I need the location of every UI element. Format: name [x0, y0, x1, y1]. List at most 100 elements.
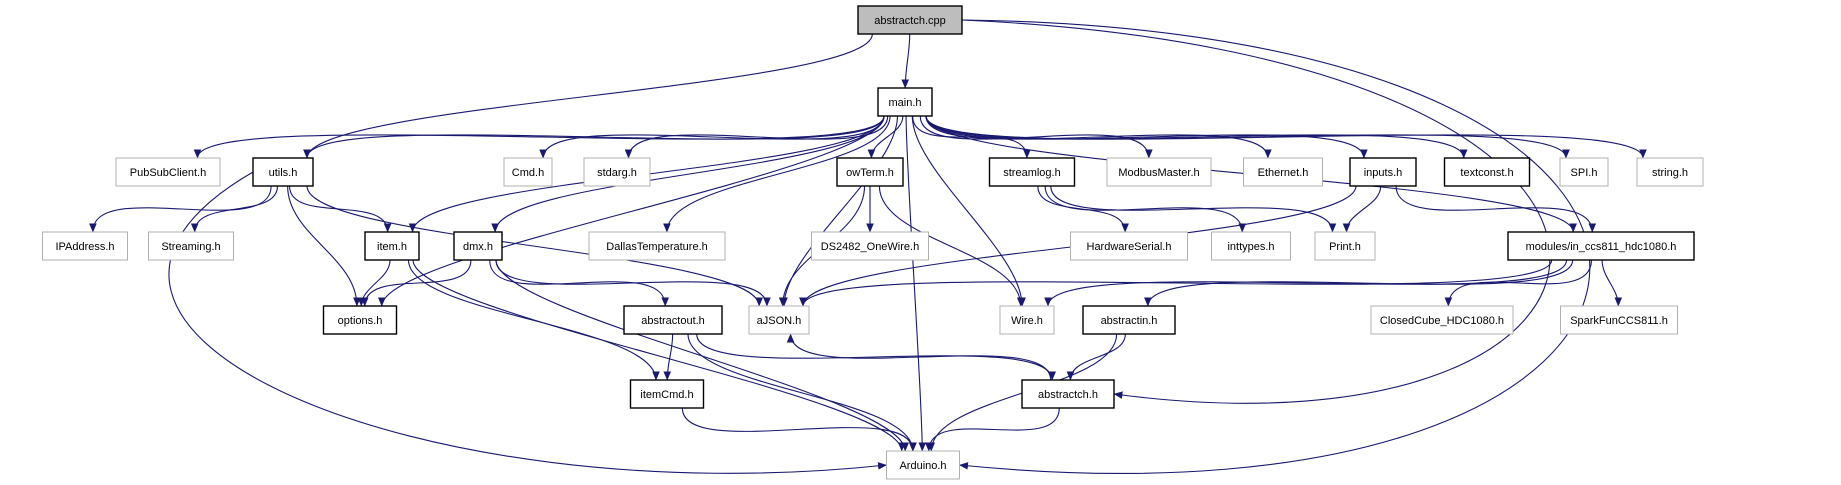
- edge-abstractch-h-to-ajson-h: [786, 333, 1052, 381]
- node-label-wire-h: Wire.h: [1011, 315, 1043, 327]
- node-streaming-h: Streaming.h: [148, 231, 234, 261]
- node-label-pubsubclient-h: PubSubClient.h: [130, 167, 206, 179]
- node-label-ipaddress-h: IPAddress.h: [55, 241, 114, 253]
- node-ajson-h: aJSON.h: [748, 305, 810, 335]
- edge-modules-in-ccs811-hdc1080-h-to-sparkfunccs811-h: [1601, 259, 1623, 307]
- edge-abstractch-cpp-to-utils-h: [303, 33, 873, 159]
- node-item-h[interactable]: item.h: [364, 231, 420, 261]
- edges-layer: [89, 19, 1647, 474]
- edge-abstractout-h-to-abstractch-h: [696, 333, 1056, 381]
- node-abstractch-h[interactable]: abstractch.h: [1021, 379, 1115, 409]
- edge-main-h-to-string-h: [925, 115, 1647, 159]
- node-box-arduino-h: [886, 450, 960, 480]
- node-label-closedcube-hdc1080-h: ClosedCube_HDC1080.h: [1380, 315, 1504, 327]
- node-box-textconst-h[interactable]: [1443, 157, 1531, 187]
- edge-main-h-to-spi-h: [925, 115, 1570, 159]
- node-box-item-h[interactable]: [364, 231, 420, 261]
- node-label-abstractout-h: abstractout.h: [641, 315, 705, 327]
- node-box-inputs-h[interactable]: [1349, 157, 1417, 187]
- node-box-abstractout-h[interactable]: [623, 305, 723, 335]
- node-label-dallastemperature-h: DallasTemperature.h: [606, 241, 708, 253]
- node-ds2482-onewire-h: DS2482_OneWire.h: [811, 231, 929, 261]
- node-label-ethernet-h: Ethernet.h: [1258, 167, 1309, 179]
- node-box-modules-in-ccs811-hdc1080-h[interactable]: [1507, 231, 1695, 261]
- node-label-modbusmaster-h: ModbusMaster.h: [1118, 167, 1199, 179]
- edge-main-h-to-options-h: [378, 115, 885, 307]
- node-abstractin-h[interactable]: abstractin.h: [1082, 305, 1176, 335]
- node-options-h[interactable]: options.h: [322, 305, 398, 335]
- node-label-modules-in-ccs811-hdc1080-h: modules/in_ccs811_hdc1080.h: [1526, 241, 1677, 253]
- node-box-abstractin-h[interactable]: [1082, 305, 1176, 335]
- node-label-hardwareserial-h: HardwareSerial.h: [1087, 241, 1172, 253]
- edge-itemcmd-h-to-arduino-h: [681, 407, 917, 452]
- node-spi-h: SPI.h: [1559, 157, 1609, 187]
- node-label-print-h: Print.h: [1329, 241, 1361, 253]
- node-box-dallastemperature-h: [588, 231, 726, 261]
- edge-main-h-to-dmx-h: [491, 115, 885, 233]
- node-box-sparkfunccs811-h: [1560, 305, 1678, 335]
- edge-modules-in-ccs811-hdc1080-h-to-abstractin-h: [1144, 259, 1574, 307]
- edge-item-h-to-arduino-h: [412, 259, 906, 452]
- edge-abstractin-h-to-abstractch-h: [1066, 333, 1126, 381]
- node-dmx-h[interactable]: dmx.h: [453, 231, 503, 261]
- edge-main-h-to-wire-h: [911, 115, 1026, 307]
- node-textconst-h[interactable]: textconst.h: [1443, 157, 1531, 187]
- node-label-arduino-h: Arduino.h: [899, 460, 946, 472]
- node-box-ipaddress-h: [42, 231, 128, 261]
- node-box-streamlog-h[interactable]: [988, 157, 1076, 187]
- node-box-utils-h[interactable]: [252, 157, 314, 187]
- edge-main-h-to-ethernet-h: [925, 115, 1272, 159]
- node-box-main-h[interactable]: [877, 87, 933, 117]
- node-modules-in-ccs811-hdc1080-h[interactable]: modules/in_ccs811_hdc1080.h: [1507, 231, 1695, 261]
- edge-streamlog-h-to-inttypes-h: [1044, 185, 1247, 233]
- node-box-ds2482-onewire-h: [811, 231, 929, 261]
- node-label-stdarg-h: stdarg.h: [597, 167, 637, 179]
- node-box-modbusmaster-h: [1106, 157, 1212, 187]
- node-box-abstractch-h[interactable]: [1021, 379, 1115, 409]
- node-inputs-h[interactable]: inputs.h: [1349, 157, 1417, 187]
- node-box-dmx-h[interactable]: [453, 231, 503, 261]
- node-box-itemcmd-h[interactable]: [629, 379, 705, 409]
- node-cmd-h: Cmd.h: [503, 157, 553, 187]
- edge-main-h-to-pubsubclient-h: [193, 115, 885, 159]
- node-box-wire-h: [999, 305, 1055, 335]
- edge-abstractch-cpp-to-arduino-h: [959, 19, 1591, 474]
- node-abstractout-h[interactable]: abstractout.h: [623, 305, 723, 335]
- edge-main-h-to-cmd-h: [539, 115, 885, 159]
- node-streamlog-h[interactable]: streamlog.h: [988, 157, 1076, 187]
- node-hardwareserial-h: HardwareSerial.h: [1070, 231, 1188, 261]
- node-box-hardwareserial-h: [1070, 231, 1188, 261]
- node-label-options-h: options.h: [338, 315, 383, 327]
- edge-main-h-to-owterm-h: [867, 115, 904, 159]
- node-box-closedcube-hdc1080-h: [1370, 305, 1514, 335]
- edge-main-h-to-inputs-h: [925, 115, 1368, 159]
- node-sparkfunccs811-h: SparkFunCCS811.h: [1560, 305, 1678, 335]
- node-label-item-h: item.h: [377, 241, 407, 253]
- node-box-streaming-h: [148, 231, 234, 261]
- node-label-itemcmd-h: itemCmd.h: [640, 389, 693, 401]
- node-label-string-h: string.h: [1652, 167, 1688, 179]
- node-utils-h[interactable]: utils.h: [252, 157, 314, 187]
- node-label-abstractin-h: abstractin.h: [1101, 315, 1158, 327]
- node-label-owterm-h: owTerm.h: [846, 167, 894, 179]
- node-box-options-h[interactable]: [322, 305, 398, 335]
- node-label-utils-h: utils.h: [269, 167, 298, 179]
- edge-dmx-h-to-options-h: [360, 259, 472, 307]
- node-label-inttypes-h: inttypes.h: [1227, 241, 1274, 253]
- edge-main-h-to-utils-h: [303, 115, 885, 159]
- node-inttypes-h: inttypes.h: [1211, 231, 1291, 261]
- node-owterm-h[interactable]: owTerm.h: [836, 157, 904, 187]
- node-itemcmd-h[interactable]: itemCmd.h: [629, 379, 705, 409]
- node-string-h: string.h: [1636, 157, 1704, 187]
- node-box-string-h: [1636, 157, 1704, 187]
- edge-abstractch-h-to-arduino-h: [925, 407, 1060, 452]
- edge-modules-in-ccs811-hdc1080-h-to-closedcube-hdc1080-h: [1444, 259, 1593, 307]
- edge-abstractout-h-to-itemcmd-h: [663, 333, 674, 381]
- node-main-h[interactable]: main.h: [877, 87, 933, 117]
- node-box-owterm-h[interactable]: [836, 157, 904, 187]
- node-label-inputs-h: inputs.h: [1364, 167, 1403, 179]
- edge-utils-h-to-streaming-h: [190, 185, 279, 233]
- edge-dmx-h-to-ajson-h: [495, 259, 771, 307]
